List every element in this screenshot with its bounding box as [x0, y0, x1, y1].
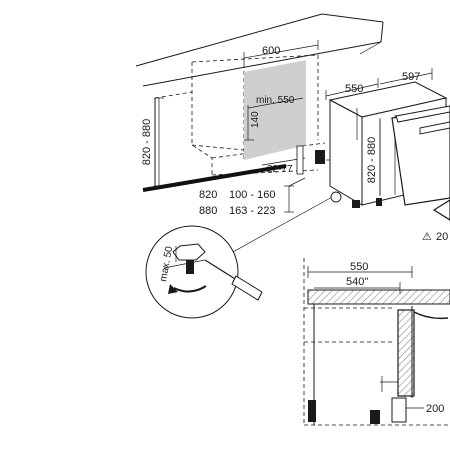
dim-820-880-left: 820 - 880 [141, 97, 164, 187]
warning-label: 20 [436, 231, 448, 243]
dim-section-550-label: 550 [350, 261, 368, 273]
dim-820-880-right: 820 - 880 [366, 120, 381, 195]
detail-leader-line [221, 195, 335, 259]
cabinet-niche [135, 13, 384, 192]
dim-section-550: 550 [307, 261, 413, 278]
dim-section-540-label: 540" [346, 276, 368, 288]
dim-min-550: min. 550 [247, 95, 304, 109]
niche-back-wall [244, 60, 306, 160]
dim-22-77-label: 22-77 [267, 164, 293, 175]
warning-icon: ⚠ [422, 231, 432, 243]
mounting-bracket [296, 145, 325, 175]
dim-600: 600 [243, 40, 319, 64]
dim-section-540: 540" [314, 276, 401, 294]
dim-140-label: 140 [250, 111, 261, 128]
appliance-unit [328, 81, 450, 208]
dim-min-550-label: min. 550 [256, 95, 295, 106]
dim-597-label: 597 [402, 71, 420, 83]
dim-550-appliance: 550 [325, 78, 379, 100]
dim-section-200: 200 [406, 403, 444, 415]
plinth-row-1-height: 820 [199, 189, 217, 201]
dim-820-880-right-label: 820 - 880 [366, 137, 378, 183]
plinth-row-2-height: 880 [199, 205, 217, 217]
dim-600-label: 600 [262, 45, 280, 57]
dim-820-880-left-label: 820 - 880 [141, 119, 153, 165]
dim-597: 597 [379, 68, 433, 85]
push-arrow-icon [432, 199, 450, 221]
dim-section-200-label: 200 [426, 403, 444, 415]
plinth-row-1-range: 100 - 160 [229, 189, 275, 201]
dim-550-appliance-label: 550 [345, 83, 363, 95]
dim-140: 140 [244, 105, 261, 141]
section-view [303, 258, 450, 426]
plinth-row-2-range: 163 - 223 [229, 205, 275, 217]
plinth-table: 820 100 - 160 880 163 - 223 [199, 177, 306, 217]
adjustment-detail: max. 50 [145, 225, 263, 319]
